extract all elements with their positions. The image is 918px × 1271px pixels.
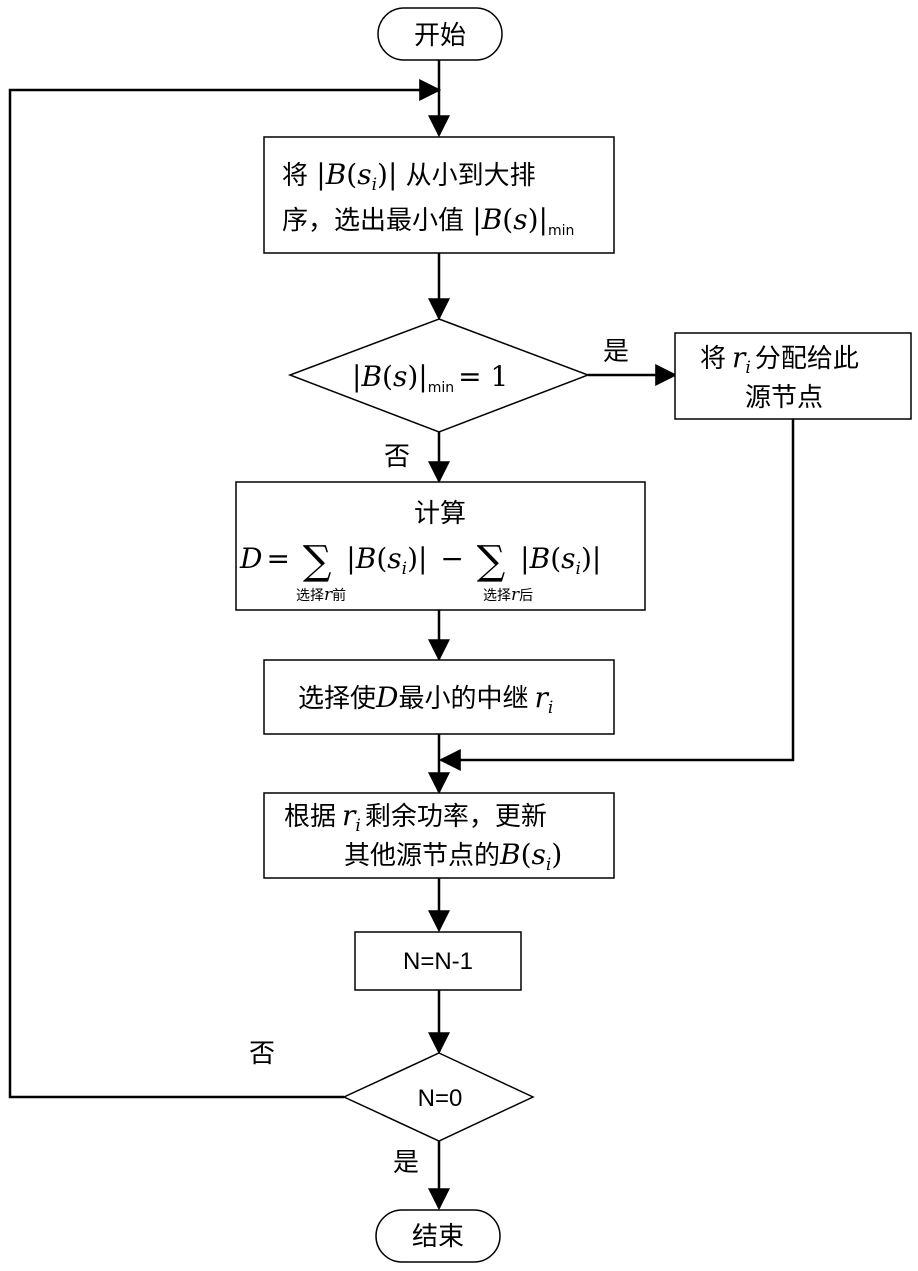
edge-label-yes-down: 是 [393,1148,419,1178]
sort-line1: 将 |B(si)| 从小到大排 [282,158,536,195]
compute-sum2-underset: 选择r后 [483,585,533,605]
edge-label-yes-right: 是 [603,337,629,367]
assign-line1: 将ri分配给此 [700,341,859,378]
assign-process: 将ri分配给此 源节点 [675,333,911,419]
start-label: 开始 [414,21,466,51]
select-relay-label: 选择使D最小的中继ri [298,681,553,718]
edge-label-no-loop: 否 [249,1039,275,1069]
decrement-label: N=N-1 [403,948,473,975]
sort-process: 将 |B(si)| 从小到大排 序，选出最小值 |B(s)|min [264,137,614,253]
update-process: 根据ri剩余功率，更新 其他源节点的B(si) [264,793,614,878]
decision-n-zero: N=0 [344,1053,533,1141]
compute-process: 计算 D= ∑ |B(si)| − ∑ |B(si)| 选择r前 选择r后 [236,482,645,610]
end-terminal: 结束 [376,1210,500,1262]
compute-title: 计算 [414,499,466,529]
sort-line2: 序，选出最小值 |B(s)|min [282,203,574,239]
decision-min-equals-one: |B(s)|min= 1 [290,319,588,432]
update-line1: 根据ri剩余功率，更新 [284,799,547,836]
select-relay-process: 选择使D最小的中继ri [264,660,614,734]
decision-n-zero-label: N=0 [418,1085,463,1112]
edge-label-no-down: 否 [384,442,410,472]
start-terminal: 开始 [378,8,502,60]
decrement-process: N=N-1 [355,932,521,990]
compute-sum1-underset: 选择r前 [296,585,346,605]
update-line2: 其他源节点的B(si) [344,838,562,875]
end-label: 结束 [412,1222,464,1252]
assign-line2: 源节点 [745,383,823,413]
